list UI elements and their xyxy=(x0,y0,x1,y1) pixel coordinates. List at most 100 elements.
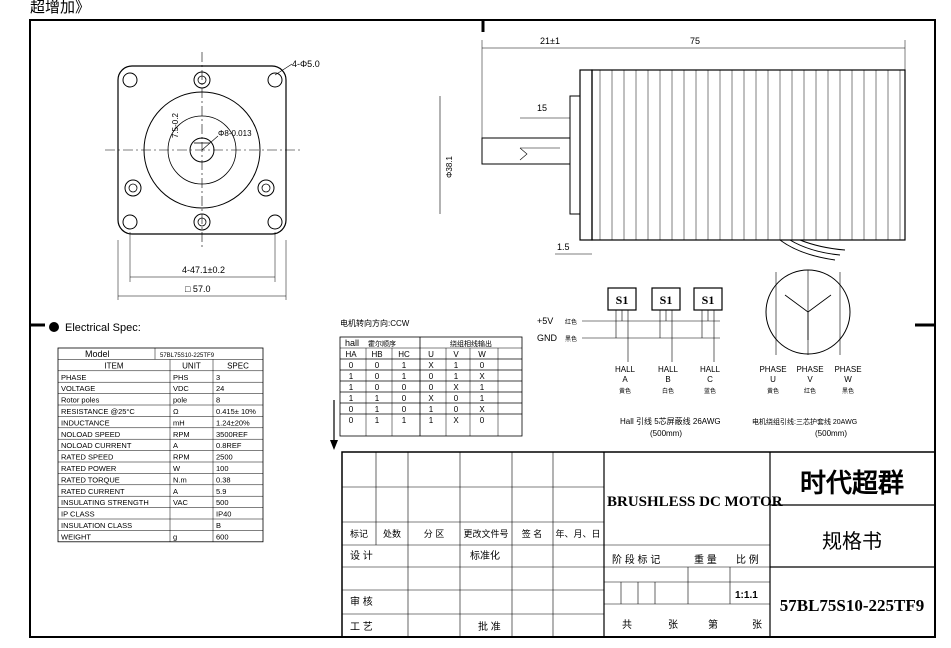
spec-unit: Ω xyxy=(173,407,179,416)
title-row-label: 更改文件号 xyxy=(463,528,508,539)
leader-hole xyxy=(274,63,293,76)
hall-cell: 0 xyxy=(454,405,459,414)
phase-cable-length: (500mm) xyxy=(815,429,847,438)
spec-unit: W xyxy=(173,464,181,473)
hall-wire-letter: B xyxy=(665,375,670,384)
hall-column-header: V xyxy=(453,350,459,359)
spec-item: NOLOAD CURRENT xyxy=(61,441,132,450)
hall-wire-name: HALL xyxy=(658,365,679,374)
hall-cell: 1 xyxy=(402,416,407,425)
process-label: 工 艺 xyxy=(350,621,373,633)
spec-item: RATED POWER xyxy=(61,464,117,473)
hall-wire-color: 蓝色 xyxy=(704,387,716,395)
spec-value: 5.9 xyxy=(216,487,226,496)
spec-table-border xyxy=(57,347,264,543)
phase-cable-label: 电机绕组引线:三芯护套线 20AWG xyxy=(752,417,857,426)
spec-unit: A xyxy=(173,487,178,496)
hall-grid-border xyxy=(339,336,523,437)
hall-cable-label: Hall 引线 5芯屏蔽线 26AWG xyxy=(620,416,721,426)
no-label: 第 xyxy=(708,618,718,631)
boss-circle xyxy=(167,115,237,185)
hall-cell: 0 xyxy=(402,383,407,392)
hall-wire-name: HALL xyxy=(615,365,636,374)
hall-cell: 1 xyxy=(349,383,354,392)
screw-hole-top xyxy=(193,71,211,89)
spec-unit: RPM xyxy=(173,430,190,439)
flange xyxy=(579,69,593,241)
hall-wire-letter: A xyxy=(622,375,628,384)
header-fragment: 超增加》 xyxy=(30,0,90,16)
phase-leads xyxy=(775,270,841,355)
hall-column-header: HA xyxy=(345,350,357,359)
bullet-icon xyxy=(49,322,59,332)
spec-model-value: 57BL75S10-225TF9 xyxy=(160,353,215,359)
pilot xyxy=(569,95,581,215)
spec-value: 24 xyxy=(216,384,224,393)
hall-cell: X xyxy=(428,394,434,403)
dim-bolt: 4-47.1±0.2 xyxy=(182,265,225,275)
spec-unit: N.m xyxy=(173,475,187,484)
front-view: 4-Φ5.0 7.5-0.2 Φ8-0.013 4-47.1±0.2 □ 57.… xyxy=(105,52,320,300)
spec-unit: pole xyxy=(173,396,187,405)
hall-cell: 0 xyxy=(402,405,407,414)
hall-cell: X xyxy=(479,405,485,414)
hall-cell: 0 xyxy=(349,416,354,425)
dim-square: □ 57.0 xyxy=(185,284,210,294)
hall-cell: 1 xyxy=(375,394,380,403)
phase-wire-letter: U xyxy=(770,375,776,384)
spec-column-header: UNIT xyxy=(182,361,201,370)
dim-15: 15 xyxy=(537,103,547,113)
hall-sensor-label: S1 xyxy=(660,293,673,307)
hall-cell: X xyxy=(479,372,485,381)
spec-item: NOLOAD SPEED xyxy=(61,430,121,439)
spec-item: WEIGHT xyxy=(61,532,91,541)
hall-cell: 1 xyxy=(375,405,380,414)
arrow-down-icon xyxy=(330,440,338,450)
title-row-label: 签 名 xyxy=(522,528,543,539)
screw-hole-bottom-inner xyxy=(197,217,207,227)
hall-cell: 1 xyxy=(349,394,354,403)
spec-item: INSULATING STRENGTH xyxy=(61,498,149,507)
hall-column-header: W xyxy=(478,350,486,359)
hall-cell: 0 xyxy=(480,361,485,370)
hall-wire-color: 黄色 xyxy=(619,387,631,395)
spec-value: 1.24±20% xyxy=(216,418,250,427)
screw-hole-top-inner xyxy=(197,75,207,85)
wire-1 xyxy=(779,239,836,261)
hall-cell: 1 xyxy=(454,372,459,381)
title-row-label: 年、月、日 xyxy=(555,528,600,539)
plus5v-color: 红色 xyxy=(565,318,577,326)
pilot-circle xyxy=(143,91,261,209)
spec-item: RESISTANCE @25°C xyxy=(61,407,135,416)
title-row-label: 分 区 xyxy=(424,529,445,539)
mount-hole-tr xyxy=(267,72,283,88)
phase-wire-color: 黄色 xyxy=(767,387,779,395)
title-block: 标记处数分 区更改文件号签 名年、月、日 设 计 标准化 审 核 工 艺 批 准… xyxy=(341,451,936,638)
screw-hole-bottom xyxy=(193,213,211,231)
title-row-label: 处数 xyxy=(383,528,401,539)
rotation-label: 电机转向方向:CCW xyxy=(340,318,410,328)
hall-cell: 1 xyxy=(480,394,485,403)
phase-output-label: 绕组相线输出 xyxy=(450,339,492,348)
spec-item: INSULATION CLASS xyxy=(61,521,132,530)
hall-cell: 1 xyxy=(402,361,407,370)
screw-hole-right xyxy=(257,179,275,197)
hall-label: hall xyxy=(345,338,359,348)
dim-38: Φ38.1 xyxy=(445,155,454,178)
hall-cell: 1 xyxy=(375,416,380,425)
hall-cell: 0 xyxy=(402,394,407,403)
approve-label: 批 准 xyxy=(478,620,501,633)
hall-column-header: U xyxy=(428,350,434,359)
sheet-label: 张 xyxy=(668,619,678,631)
spec-value: 0.415± 10% xyxy=(216,407,256,416)
spec-value: 3 xyxy=(216,373,220,382)
body-fins xyxy=(599,70,901,240)
hall-wire-color: 白色 xyxy=(662,387,674,395)
spec-column-header: ITEM xyxy=(104,361,123,370)
spec-value: 3500REF xyxy=(216,430,248,439)
hall-cell: 0 xyxy=(375,361,380,370)
